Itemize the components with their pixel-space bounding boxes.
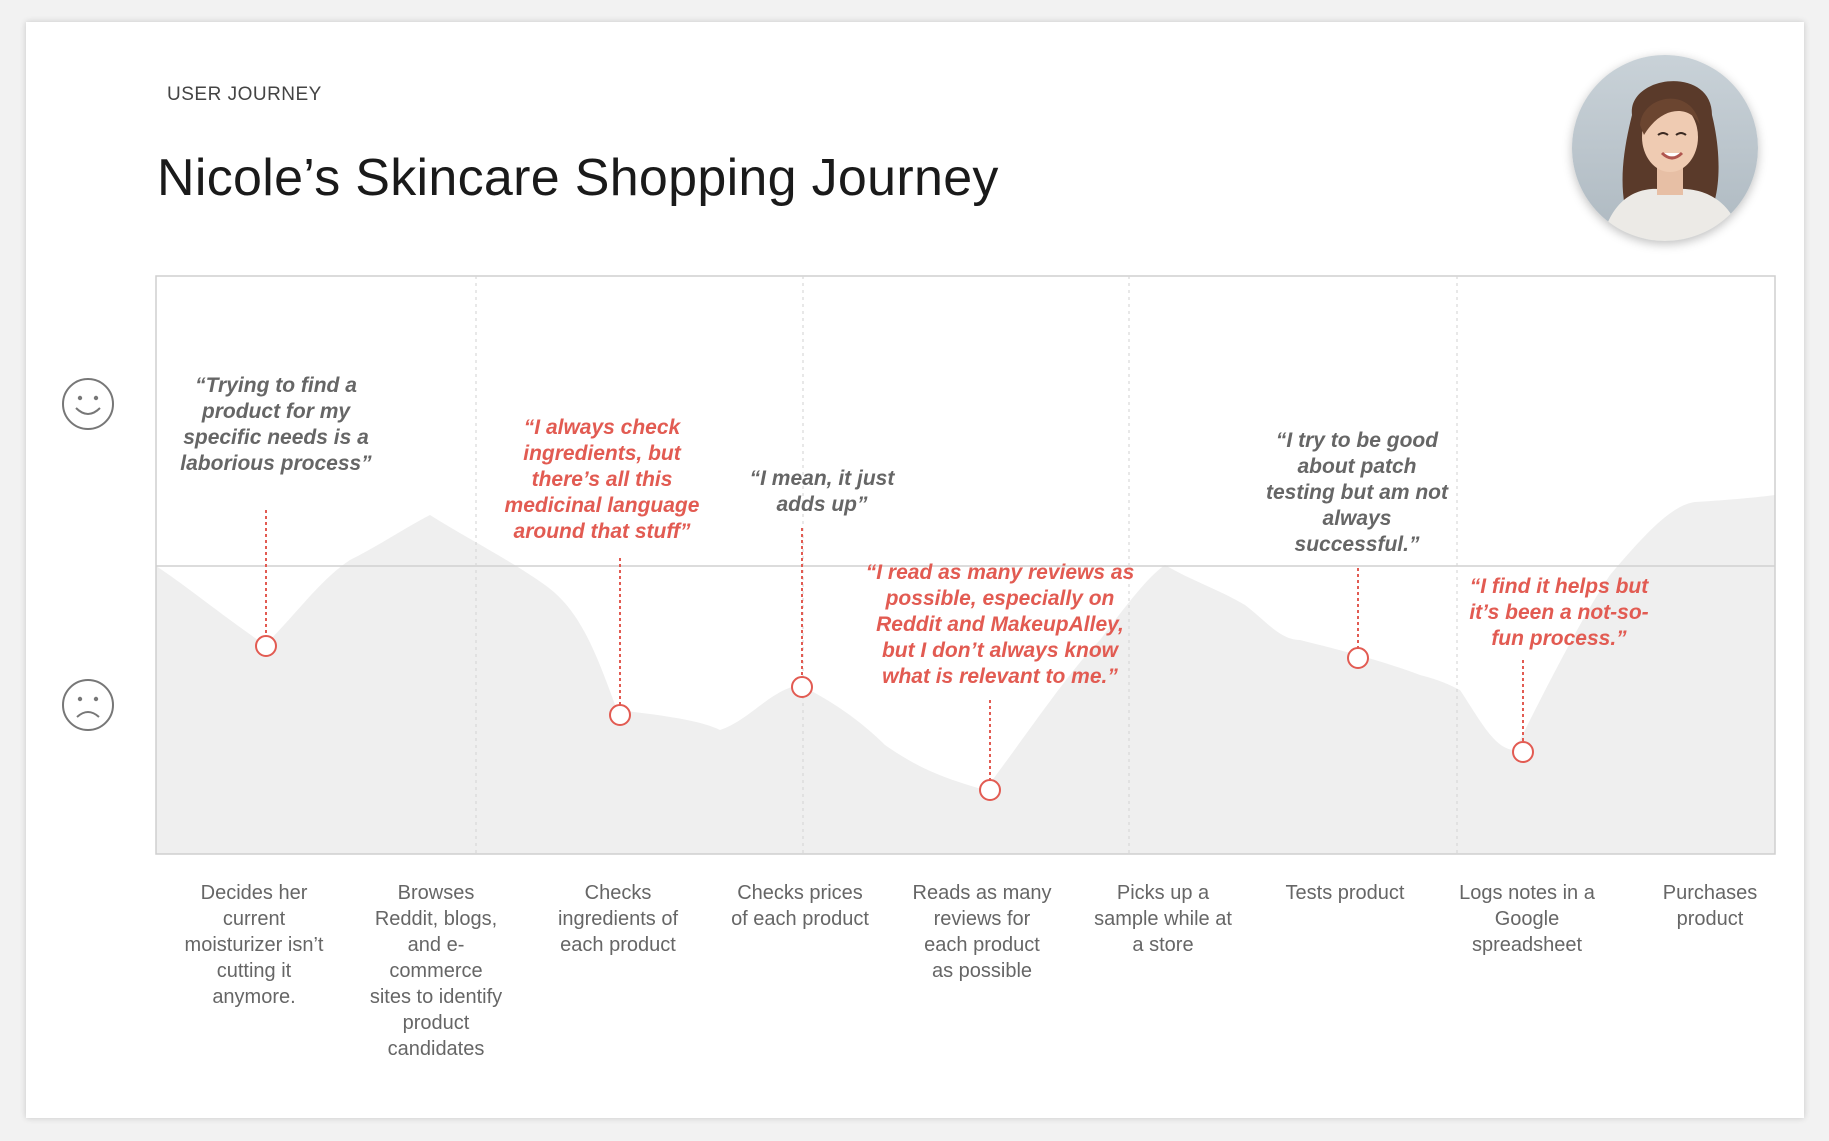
emotion-marker — [1347, 647, 1369, 669]
quote-5: “I try to be good about patch testing bu… — [1266, 429, 1448, 556]
quote-1: “Trying to find a product for my specifi… — [180, 374, 372, 475]
stage-4: Checks prices of each product — [731, 882, 869, 930]
quote-4: “I read as many reviews as possible, esp… — [865, 561, 1135, 688]
stage-6: Picks up a sample while at a store — [1094, 882, 1232, 956]
page-title: Nicole’s Skincare Shopping Journey — [157, 149, 999, 207]
stage-3: Checks ingredients of each product — [557, 882, 679, 956]
persona-avatar — [1572, 55, 1758, 241]
quote-6: “I find it helps but it’s been a not-so-… — [1469, 575, 1649, 650]
emotion-marker — [791, 676, 813, 698]
smiling-face-icon — [62, 378, 114, 430]
stage-2: Browses Reddit, blogs, and e-commerce si… — [369, 882, 503, 1060]
emotion-marker — [979, 779, 1001, 801]
emotion-marker — [1512, 741, 1534, 763]
frowning-face-icon — [62, 679, 114, 731]
emotion-marker — [609, 704, 631, 726]
quote-2: “I always check ingredients, but there’s… — [504, 416, 700, 543]
stage-1: Decides her current moisturizer isn’t cu… — [184, 882, 324, 1008]
eyebrow-label: USER JOURNEY — [167, 84, 322, 105]
stage-5: Reads as many reviews for each product a… — [912, 882, 1052, 982]
quote-3: “I mean, it just adds up” — [749, 467, 895, 516]
stage-7: Tests product — [1285, 882, 1405, 904]
emotion-marker — [255, 635, 277, 657]
stage-9: Purchases product — [1662, 882, 1758, 930]
emotion-area — [156, 495, 1775, 854]
stage-8: Logs notes in a Google spreadsheet — [1459, 882, 1595, 956]
journey-card — [26, 22, 1804, 1118]
